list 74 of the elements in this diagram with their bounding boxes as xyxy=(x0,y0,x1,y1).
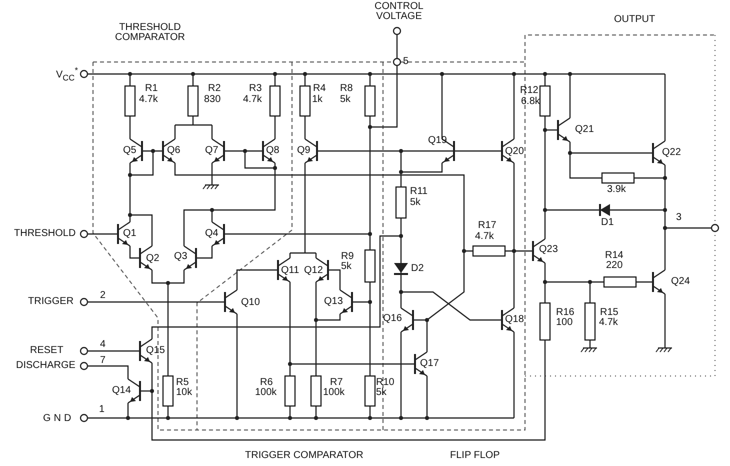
component-label: R8 xyxy=(340,84,353,94)
component-label: Q1 xyxy=(123,229,136,239)
pin-number: 7 xyxy=(100,356,106,366)
component-label: Q19 xyxy=(428,136,447,146)
component-value: 3.9k xyxy=(607,185,626,195)
component-label: R5 xyxy=(176,378,189,388)
component-label: R7 xyxy=(330,378,343,388)
section-label: OUTPUT xyxy=(614,15,656,25)
component-label: R16 xyxy=(556,308,574,318)
pin-number: 2 xyxy=(100,291,106,301)
pin-label: THRESHOLD xyxy=(14,229,76,239)
section-label: THRESHOLD COMPARATOR xyxy=(114,23,186,43)
component-value: 4.7k xyxy=(599,318,618,328)
component-label: R15 xyxy=(600,308,618,318)
component-label: Q23 xyxy=(539,245,558,255)
component-value: 4.7k xyxy=(475,232,494,242)
component-label: D1 xyxy=(601,218,614,228)
component-value: 100k xyxy=(255,388,277,398)
component-label: Q3 xyxy=(174,252,188,262)
component-label: Q21 xyxy=(575,125,594,135)
component-value: 1k xyxy=(312,95,323,105)
component-label: Q9 xyxy=(297,146,310,156)
component-value: 4.7k xyxy=(243,95,262,105)
component-value: 5k xyxy=(410,198,421,208)
pin-number: 4 xyxy=(100,340,106,350)
component-label: Q22 xyxy=(662,148,681,158)
section-label: TRIGGER COMPARATOR xyxy=(245,451,364,461)
component-label: Q12 xyxy=(304,266,323,276)
component-label: Q15 xyxy=(146,346,165,356)
pin-label: DISCHARGE xyxy=(16,361,76,371)
component-label: R17 xyxy=(478,221,496,231)
component-label: R10 xyxy=(376,378,394,388)
component-label: R11 xyxy=(410,187,428,197)
component-label: Q6 xyxy=(167,146,180,156)
component-label: Q11 xyxy=(281,266,300,276)
component-label: Q7 xyxy=(205,146,218,156)
component-label: Q2 xyxy=(146,254,160,264)
component-label: Q10 xyxy=(241,298,260,308)
component-label: Q13 xyxy=(324,297,343,307)
pin-number: 5 xyxy=(403,57,409,67)
component-label: Q18 xyxy=(505,315,524,325)
component-value: 100k xyxy=(323,388,345,398)
component-label: Q5 xyxy=(123,146,136,156)
component-label: R9 xyxy=(341,252,354,262)
component-label: R4 xyxy=(313,84,326,94)
pin-label: GND xyxy=(43,414,74,424)
component-label: Q16 xyxy=(383,314,402,324)
pin-label: TRIGGER xyxy=(28,297,74,307)
pin-label: CONTROL VOLTAGE xyxy=(374,2,424,22)
pin-number: 1 xyxy=(99,405,105,415)
component-label: Q4 xyxy=(205,229,218,239)
pin-label: RESET xyxy=(30,346,64,356)
pin-number: 3 xyxy=(676,213,682,223)
component-value: 100 xyxy=(556,318,573,328)
component-label: D2 xyxy=(411,264,424,274)
component-value: 4.7k xyxy=(139,95,158,105)
component-value: 5k xyxy=(376,388,387,398)
section-label: FLIP FLOP xyxy=(450,451,500,461)
component-value: 10k xyxy=(176,388,192,398)
component-label: Q24 xyxy=(671,277,690,287)
component-label: Q8 xyxy=(266,146,280,156)
component-label: R6 xyxy=(260,378,273,388)
component-label: R2 xyxy=(208,84,221,94)
component-label: Q20 xyxy=(505,147,524,157)
component-label: Q14 xyxy=(112,386,131,396)
component-value: 220 xyxy=(606,261,623,271)
component-label: R3 xyxy=(249,84,262,94)
component-label: Q17 xyxy=(420,359,439,369)
component-label: R14 xyxy=(605,251,624,261)
component-value: 5k xyxy=(340,95,351,105)
component-label: R1 xyxy=(145,84,158,94)
component-value: 5k xyxy=(341,262,352,272)
component-label: R12 xyxy=(520,86,538,96)
component-value: 830 xyxy=(204,95,221,105)
